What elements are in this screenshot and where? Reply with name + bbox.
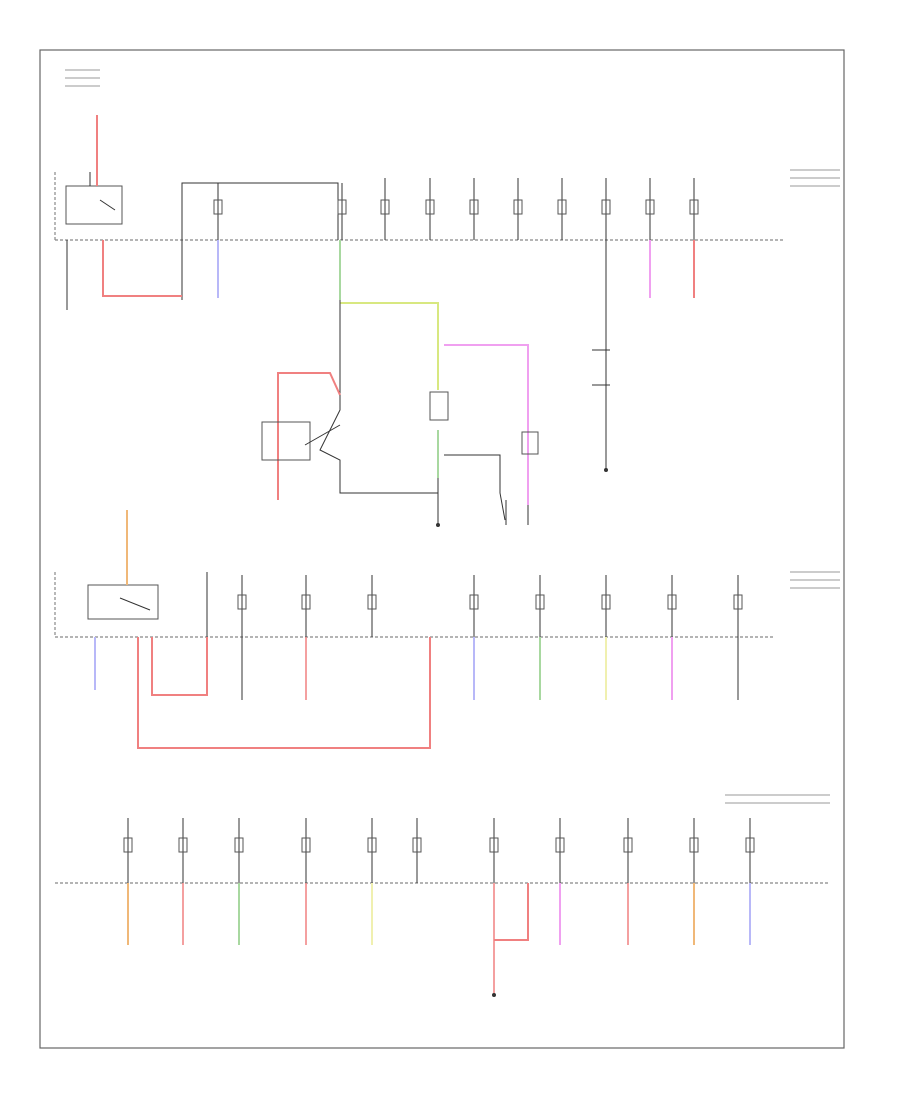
relay-cluster-center xyxy=(261,240,610,527)
wire-red-lower-loop xyxy=(494,883,529,941)
relay-center-right xyxy=(429,391,449,421)
wire-red-relay-loop xyxy=(102,240,182,297)
fuse-row-lower xyxy=(123,818,755,883)
fuse-box-lower xyxy=(55,818,830,997)
fuse-row-upper xyxy=(213,178,699,240)
wire-red-center-loop xyxy=(277,372,341,500)
wire-red-middle-inner xyxy=(151,637,208,696)
fuse-box-middle xyxy=(54,510,775,749)
fuse-row-middle xyxy=(237,575,743,637)
wire-yellow-green-center xyxy=(340,302,439,390)
fuse-box-upper xyxy=(54,115,785,472)
relay-center-left xyxy=(261,421,311,461)
diagram-frame xyxy=(39,49,845,1049)
label-marks xyxy=(65,69,840,804)
relay-upper xyxy=(65,185,123,225)
wire-pink-center xyxy=(444,344,529,505)
wire-red-middle-loop xyxy=(137,637,431,749)
relay-middle xyxy=(87,584,159,620)
